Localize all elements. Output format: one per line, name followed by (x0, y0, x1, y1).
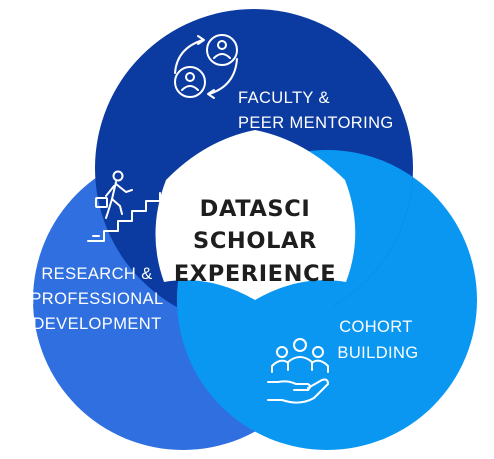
stairs-climber-icon (87, 170, 161, 242)
research-label-line2: PROFESSIONAL (30, 290, 163, 308)
group-hand-icon (267, 338, 329, 404)
center-title-line3: EXPERIENCE (174, 261, 336, 287)
center-title-line1: DATASCI (200, 196, 311, 222)
faculty-label-line2: PEER MENTORING (238, 114, 394, 132)
research-label-line1: RESEARCH & (41, 265, 152, 283)
research-label-line3: DEVELOPMENT (32, 315, 161, 333)
cohort-label-line2: BUILDING (337, 344, 418, 362)
cohort-label-line1: COHORT (339, 318, 413, 336)
center-title-line2: SCHOLAR (193, 228, 317, 254)
mentoring-exchange-icon (174, 34, 238, 99)
faculty-label-line1: FACULTY & (238, 89, 330, 107)
center-intersection (155, 130, 356, 300)
